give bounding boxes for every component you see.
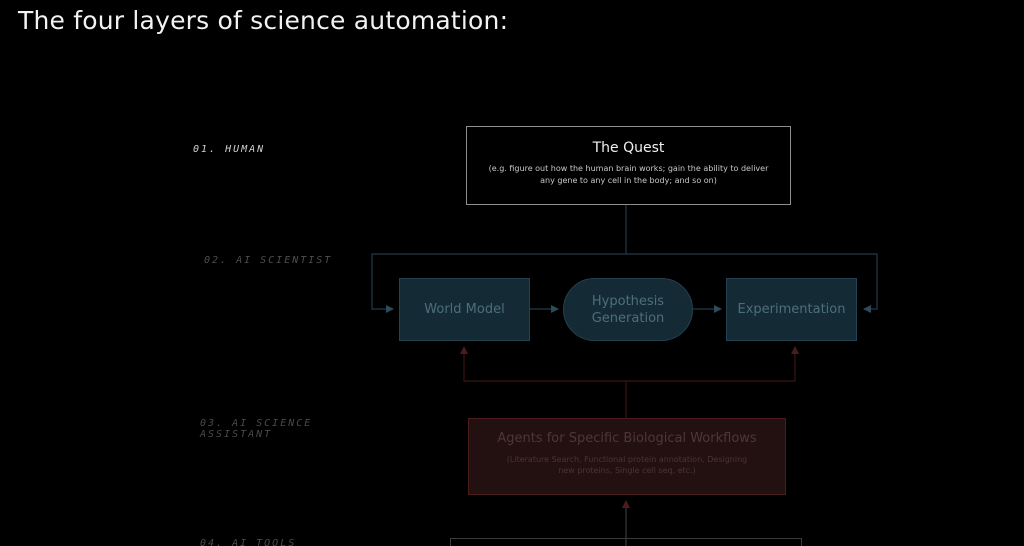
connector-loop-left [371, 253, 626, 313]
agents-description: (Literature Search, Functional protein a… [506, 455, 748, 475]
experimentation-box: Experimentation [726, 278, 857, 341]
agents-box: Agents for Specific Biological Workflows… [468, 418, 786, 495]
hypothesis-generation-box: Hypothesis Generation [563, 278, 693, 341]
world-model-box: World Model [399, 278, 530, 341]
layer-label-ai-tools: 04. AI TOOLS [200, 538, 297, 546]
ai-tools-box [450, 538, 802, 546]
layer-label-human: 01. HUMAN [193, 144, 266, 155]
layer-label-ai-scientist: 02. AI SCIENTIST [204, 255, 333, 266]
quest-title: The Quest [592, 140, 665, 156]
quest-box: The Quest (e.g. figure out how the human… [466, 126, 791, 205]
connector-bracket-right [626, 346, 799, 382]
agents-title: Agents for Specific Biological Workflows [497, 431, 757, 446]
quest-description: (e.g. figure out how the human brain wor… [488, 164, 769, 185]
connector-loop-right [626, 253, 878, 313]
layer-label-ai-science-assistant: 03. AI SCIENCE ASSISTANT [200, 418, 313, 440]
page-title: The four layers of science automation: [18, 6, 509, 35]
connector-bracket-left [460, 346, 626, 382]
